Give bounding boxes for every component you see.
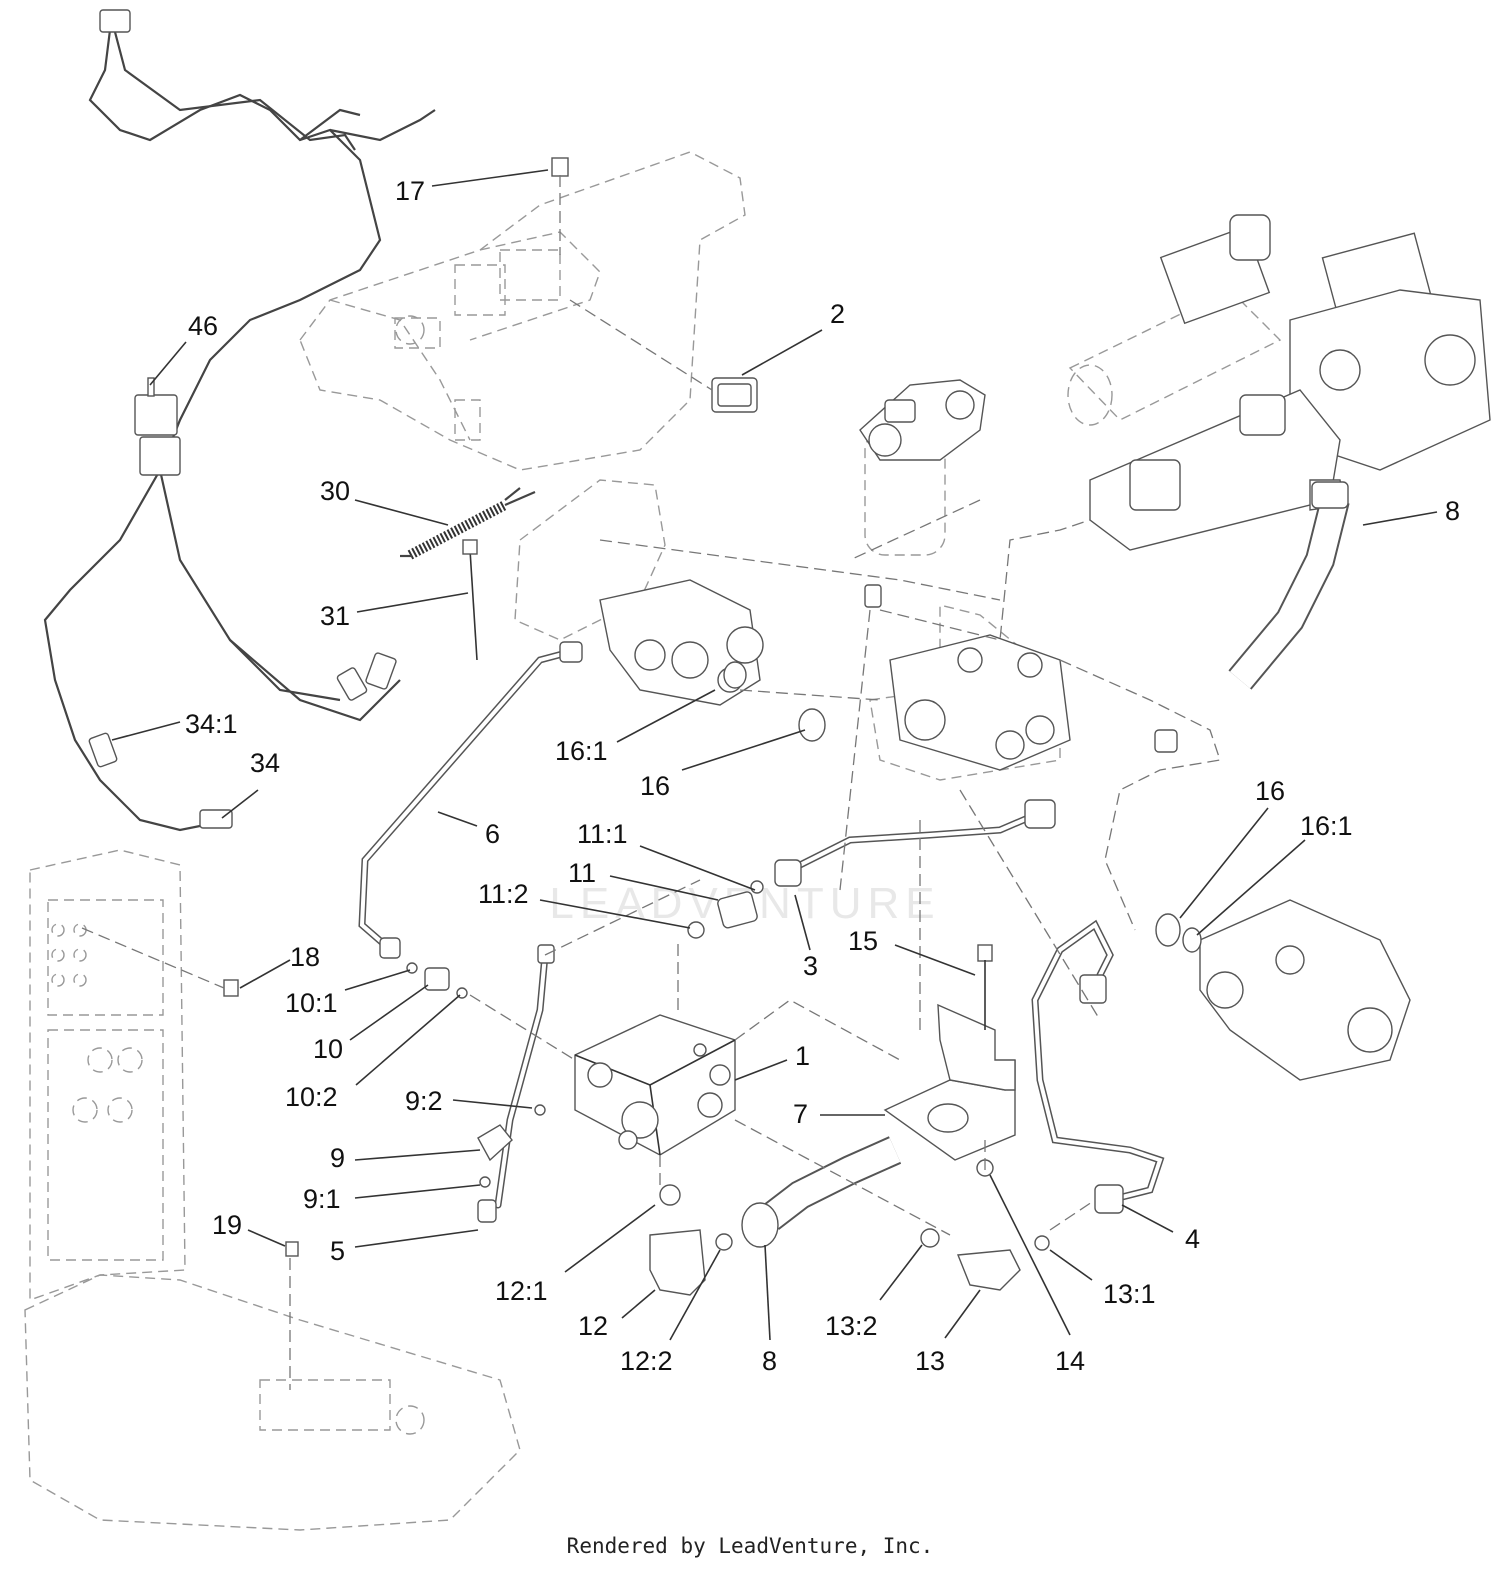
callout-10-1: 10:1 <box>285 988 338 1018</box>
callout-9-2: 9:2 <box>405 1086 443 1116</box>
fitting-13 <box>920 1228 1050 1291</box>
decal-17 <box>551 157 569 177</box>
callout-13-2: 13:2 <box>825 1311 878 1341</box>
assembly-lines <box>81 175 1221 1390</box>
sleeve-30 <box>400 487 536 560</box>
bracket-7 <box>883 1003 1016 1161</box>
callout-19: 19 <box>212 1210 242 1240</box>
tube-5 <box>494 944 555 1209</box>
manifold-block-1 <box>574 1014 736 1156</box>
fitting-12 <box>649 1184 733 1296</box>
relay-46 <box>134 377 181 476</box>
part-16-left <box>723 661 826 742</box>
callout-12-1: 12:1 <box>495 1276 548 1306</box>
tube-6 <box>358 641 583 959</box>
callout-16-left: 16 <box>640 771 670 801</box>
tube-3 <box>774 799 1056 887</box>
fitting-top <box>864 584 882 608</box>
hydraulic-filter <box>859 379 986 556</box>
cable-tie-31 <box>462 539 478 661</box>
callout-11: 11 <box>568 858 596 888</box>
callout-46: 46 <box>188 311 218 341</box>
callout-12: 12 <box>578 1311 608 1341</box>
hose-8-upper <box>1228 481 1350 690</box>
callout-7: 7 <box>793 1099 808 1129</box>
fitting-right <box>1154 729 1178 753</box>
callout-1: 1 <box>795 1041 810 1071</box>
callout-8-lower: 8 <box>762 1346 777 1376</box>
callout-30: 30 <box>320 476 350 506</box>
callout-17: 17 <box>395 176 425 206</box>
operator-panel <box>24 849 521 1531</box>
callout-10-2: 10:2 <box>285 1082 338 1112</box>
callout-5: 5 <box>330 1236 345 1266</box>
decal-19 <box>285 1241 299 1257</box>
switch-2 <box>711 377 758 413</box>
callout-34: 34 <box>250 748 280 778</box>
callout-16-1-right: 16:1 <box>1300 811 1353 841</box>
tube-4 <box>1031 919 1165 1214</box>
decal-18 <box>223 979 239 997</box>
fitting-11 <box>687 880 764 939</box>
callout-3: 3 <box>803 951 818 981</box>
wheel-motor-right <box>1199 899 1411 1081</box>
callout-14: 14 <box>1055 1346 1085 1376</box>
callout-4: 4 <box>1185 1224 1200 1254</box>
callout-9: 9 <box>330 1143 345 1173</box>
callout-6: 6 <box>485 819 500 849</box>
wire-harness <box>43 9 436 832</box>
part-16-right <box>1155 913 1202 953</box>
hose-8-lower <box>741 1136 902 1248</box>
fitting-9 <box>477 1104 546 1223</box>
callout-11-1: 11:1 <box>577 819 628 849</box>
hydraulic-pump-assembly <box>1067 214 1491 551</box>
callout-16-1-left: 16:1 <box>555 736 608 766</box>
callout-10: 10 <box>313 1034 343 1064</box>
footer-credit: Rendered by LeadVenture, Inc. <box>566 1534 934 1558</box>
callout-34-1: 34:1 <box>185 709 238 739</box>
callout-13: 13 <box>915 1346 945 1376</box>
callout-15: 15 <box>848 926 878 956</box>
control-valve-center <box>869 604 1071 781</box>
callout-8-upper: 8 <box>1445 496 1460 526</box>
console-outline <box>299 151 746 471</box>
bolt-15 <box>977 944 993 1030</box>
callout-9-1: 9:1 <box>303 1184 341 1214</box>
callout-2: 2 <box>830 299 845 329</box>
connector-34 <box>88 732 233 829</box>
callout-12-2: 12:2 <box>620 1346 673 1376</box>
callout-labels: 17 46 2 30 31 8 16:1 16 34:1 34 6 11:1 1… <box>185 176 1460 1376</box>
leader-lines <box>111 169 1438 1341</box>
callout-18: 18 <box>290 942 320 972</box>
callout-31: 31 <box>320 601 350 631</box>
callout-11-2: 11:2 <box>478 879 529 909</box>
callout-16-right: 16 <box>1255 776 1285 806</box>
callout-13-1: 13:1 <box>1103 1279 1156 1309</box>
